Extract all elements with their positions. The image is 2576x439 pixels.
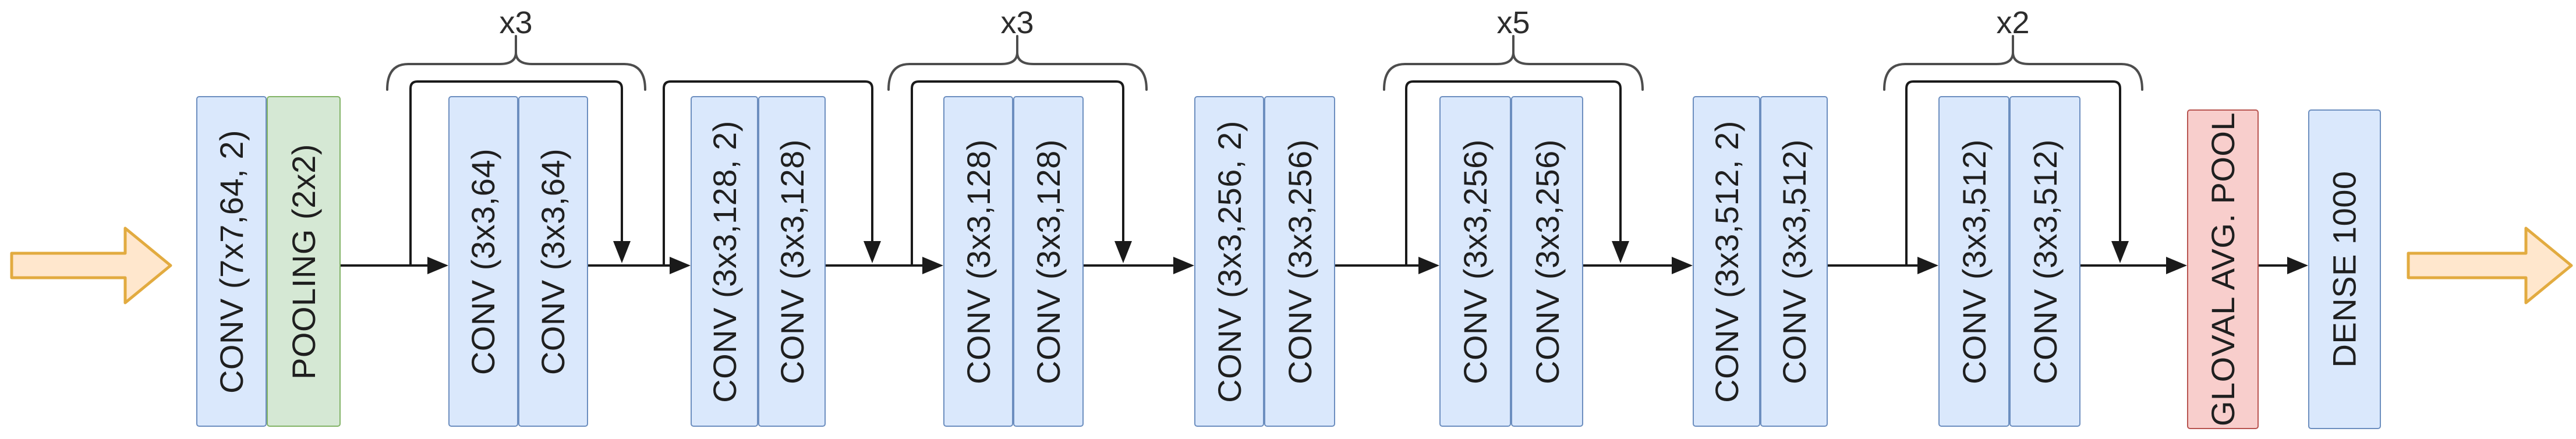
skip-connection-128-down [663, 80, 873, 265]
arrowhead-right [427, 257, 448, 274]
conv512-cell-1: CONV (3x3,512) [1938, 96, 2009, 427]
cell-label: CONV (7x7,64, 2) [213, 129, 250, 394]
brace-x3-128 [887, 52, 1148, 91]
arrowhead-right [2166, 257, 2187, 274]
repeat-label-x5-256: x5 [1496, 5, 1530, 40]
cell-label: CONV (3x3,128) [960, 139, 997, 384]
repeat-label-x3-128: x3 [1000, 5, 1034, 40]
arrowhead-right [1917, 257, 1938, 274]
arrowhead-right [922, 257, 943, 274]
conv128-cell-2: CONV (3x3,128) [1013, 96, 1084, 427]
cell-label: CONV (3x3,256) [1528, 139, 1566, 384]
repeat-braces [386, 35, 2143, 91]
cell-label: CONV (3x3,64) [465, 148, 502, 375]
cell-label: CONV (3x3,256) [1457, 139, 1494, 384]
skip-connection-512 [1905, 80, 2121, 265]
arrowhead-right [1672, 257, 1693, 274]
arrowhead-down [2111, 241, 2129, 263]
cell-label: CONV (3x3,512) [1775, 139, 1813, 384]
conv128-down-cell-2: CONV (3x3,128) [758, 96, 826, 427]
cell-label: CONV (3x3,512, 2) [1708, 120, 1745, 403]
skip-connections [409, 80, 2121, 265]
conv128-down-cell-1: CONV (3x3,128, 2) [691, 96, 758, 427]
conv256-cell-2: CONV (3x3,256) [1511, 96, 1583, 427]
arrowhead-right [1173, 257, 1194, 274]
input-arrow [10, 226, 172, 305]
arrowhead-right [670, 257, 691, 274]
arrowhead-down [1114, 241, 1132, 263]
dense-cell: DENSE 1000 [2308, 109, 2381, 429]
skip-connection-128 [911, 80, 1124, 265]
cell-label: CONV (3x3,128, 2) [706, 120, 743, 403]
cell-label: CONV (3x3,256, 2) [1211, 120, 1248, 403]
conv512-cell-2: CONV (3x3,512) [2009, 96, 2080, 427]
skip-connection-256 [1405, 80, 1622, 265]
conv512-down-cell-1: CONV (3x3,512, 2) [1693, 96, 1760, 427]
brace-x5-256 [1383, 52, 1644, 91]
arrowhead-right [2287, 257, 2308, 274]
arrowhead-down [1612, 241, 1629, 263]
conv64-cell-1: CONV (3x3,64) [448, 96, 518, 427]
conv64-cell-2: CONV (3x3,64) [518, 96, 588, 427]
repeat-label-x3-64: x3 [499, 5, 533, 40]
brace-x2-512 [1883, 52, 2143, 91]
cell-label: CONV (3x3,256) [1281, 139, 1318, 384]
brace-x3-64 [386, 52, 646, 91]
arrowhead-right [1418, 257, 1439, 274]
conv128-cell-1: CONV (3x3,128) [943, 96, 1013, 427]
stem-conv-cell: CONV (7x7,64, 2) [196, 96, 267, 427]
cell-label: CONV (3x3,64) [535, 148, 572, 375]
cell-label: DENSE 1000 [2326, 171, 2363, 368]
cell-label: CONV (3x3,128) [773, 139, 811, 384]
cell-label: CONV (3x3,512) [1955, 139, 1993, 384]
conv256-down-cell-2: CONV (3x3,256) [1264, 96, 1335, 427]
flow-arrowheads [427, 257, 2308, 274]
cell-label: POOLING (2x2) [285, 143, 323, 380]
cell-label: CONV (3x3,128) [1030, 139, 1067, 384]
skip-arrowheads [613, 241, 2129, 263]
output-arrow [2407, 226, 2573, 305]
stem-pooling-cell: POOLING (2x2) [267, 96, 341, 427]
skip-connection-64 [409, 80, 623, 265]
conv256-cell-1: CONV (3x3,256) [1439, 96, 1511, 427]
global-avg-pool-cell: GLOVAL AVG. POOL [2187, 109, 2259, 429]
repeat-label-x2-512: x2 [1996, 5, 2030, 40]
arrowhead-down [864, 241, 881, 263]
conv256-down-cell-1: CONV (3x3,256, 2) [1194, 96, 1264, 427]
conv512-down-cell-2: CONV (3x3,512) [1760, 96, 1828, 427]
arrowhead-down [613, 241, 631, 263]
cell-label: GLOVAL AVG. POOL [2205, 112, 2241, 427]
cell-label: CONV (3x3,512) [2026, 139, 2064, 384]
